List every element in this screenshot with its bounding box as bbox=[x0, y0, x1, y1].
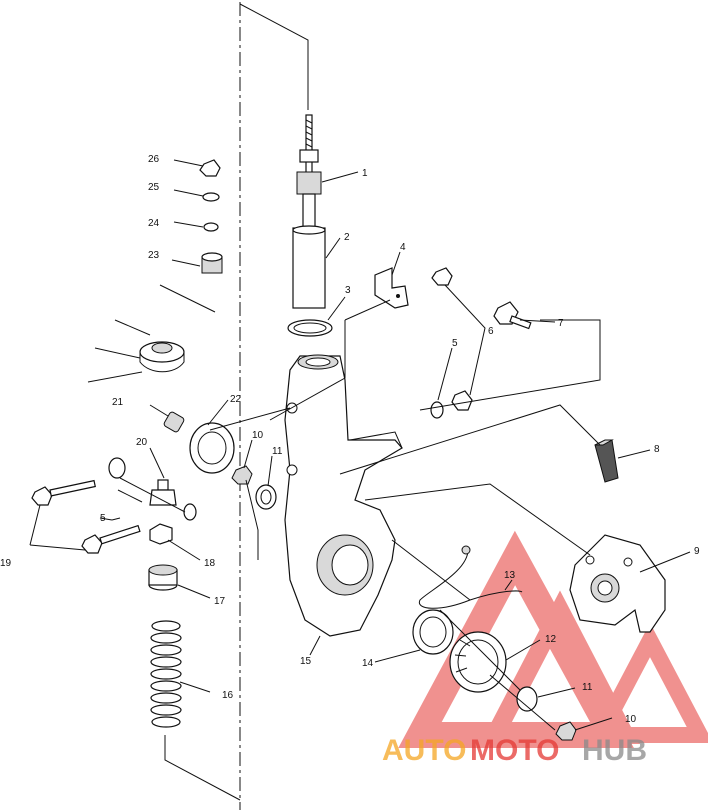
callout-25: 25 bbox=[148, 182, 160, 193]
part-26-nut bbox=[199, 159, 221, 177]
callout-5-lower: 5 bbox=[100, 513, 106, 524]
part-7-bolt bbox=[493, 301, 532, 330]
washer-left-1 bbox=[108, 457, 126, 479]
part-22-bearing bbox=[189, 422, 235, 474]
callout-20: 20 bbox=[136, 437, 148, 448]
part-11-spacer bbox=[516, 686, 538, 712]
callout-leaders bbox=[99, 159, 691, 731]
callout-1: 1 bbox=[362, 168, 368, 179]
part-5-washer bbox=[430, 401, 444, 419]
part-9-caliper bbox=[569, 534, 666, 633]
callout-26: 26 bbox=[148, 154, 160, 165]
part-23-bushing bbox=[201, 252, 223, 274]
callout-11-lower: 11 bbox=[582, 682, 593, 693]
callout-17: 17 bbox=[214, 596, 226, 607]
part-21-bushing bbox=[163, 411, 185, 433]
part-10-nut bbox=[231, 465, 253, 485]
callout-3: 3 bbox=[345, 285, 351, 296]
part-18-nut bbox=[149, 523, 173, 545]
callout-13: 13 bbox=[504, 570, 516, 581]
callout-8: 8 bbox=[654, 444, 660, 455]
callout-12: 12 bbox=[545, 634, 557, 645]
axis-leader-top bbox=[239, 3, 309, 110]
axis-leader-bottom bbox=[164, 735, 241, 801]
watermark-part1: AUTO bbox=[382, 734, 466, 767]
callout-22: 22 bbox=[230, 394, 242, 405]
washer-left-2 bbox=[183, 503, 197, 521]
callout-labels: 1 2 3 4 5 6 7 8 9 10 11 12 13 14 15 16 1… bbox=[0, 154, 700, 725]
dust-boot bbox=[139, 341, 185, 373]
watermark-text: AUTO MOTO HUB bbox=[382, 734, 647, 767]
callout-18: 18 bbox=[204, 558, 216, 569]
part-17-spring-seat bbox=[148, 564, 178, 591]
part-16-spring bbox=[150, 620, 182, 728]
callout-6: 6 bbox=[488, 326, 494, 337]
callout-24: 24 bbox=[148, 218, 160, 229]
callout-11: 11 bbox=[272, 446, 283, 457]
part-8-block bbox=[594, 439, 619, 483]
callout-9: 9 bbox=[694, 546, 700, 557]
callout-15: 15 bbox=[300, 656, 312, 667]
part-4-bracket bbox=[374, 267, 409, 309]
callout-5: 5 bbox=[452, 338, 458, 349]
callout-10: 10 bbox=[252, 430, 264, 441]
part-13-sensor-wire bbox=[418, 545, 523, 609]
part-19-bolts bbox=[31, 479, 141, 554]
callout-7: 7 bbox=[558, 318, 564, 329]
watermark-part3: HUB bbox=[582, 734, 647, 767]
callout-2: 2 bbox=[344, 232, 350, 243]
callout-14: 14 bbox=[362, 658, 374, 669]
part-6-nut bbox=[431, 267, 473, 411]
callout-19: 19 bbox=[0, 558, 12, 569]
part-25-washer bbox=[202, 192, 220, 202]
part-15-knuckle bbox=[284, 354, 403, 637]
callout-16: 16 bbox=[222, 690, 234, 701]
part-20-fitting bbox=[149, 479, 177, 506]
callout-4: 4 bbox=[400, 242, 406, 253]
part-12-bearing bbox=[449, 631, 507, 693]
part-24-washer bbox=[203, 222, 219, 232]
part-1-strut-rod bbox=[296, 114, 322, 231]
callout-10-lower: 10 bbox=[625, 714, 637, 725]
callout-21: 21 bbox=[112, 397, 124, 408]
part-10-hub-nut bbox=[555, 721, 577, 741]
watermark-part2: MOTO bbox=[470, 734, 559, 767]
callout-23: 23 bbox=[148, 250, 160, 261]
part-2-strut-body bbox=[292, 225, 326, 309]
